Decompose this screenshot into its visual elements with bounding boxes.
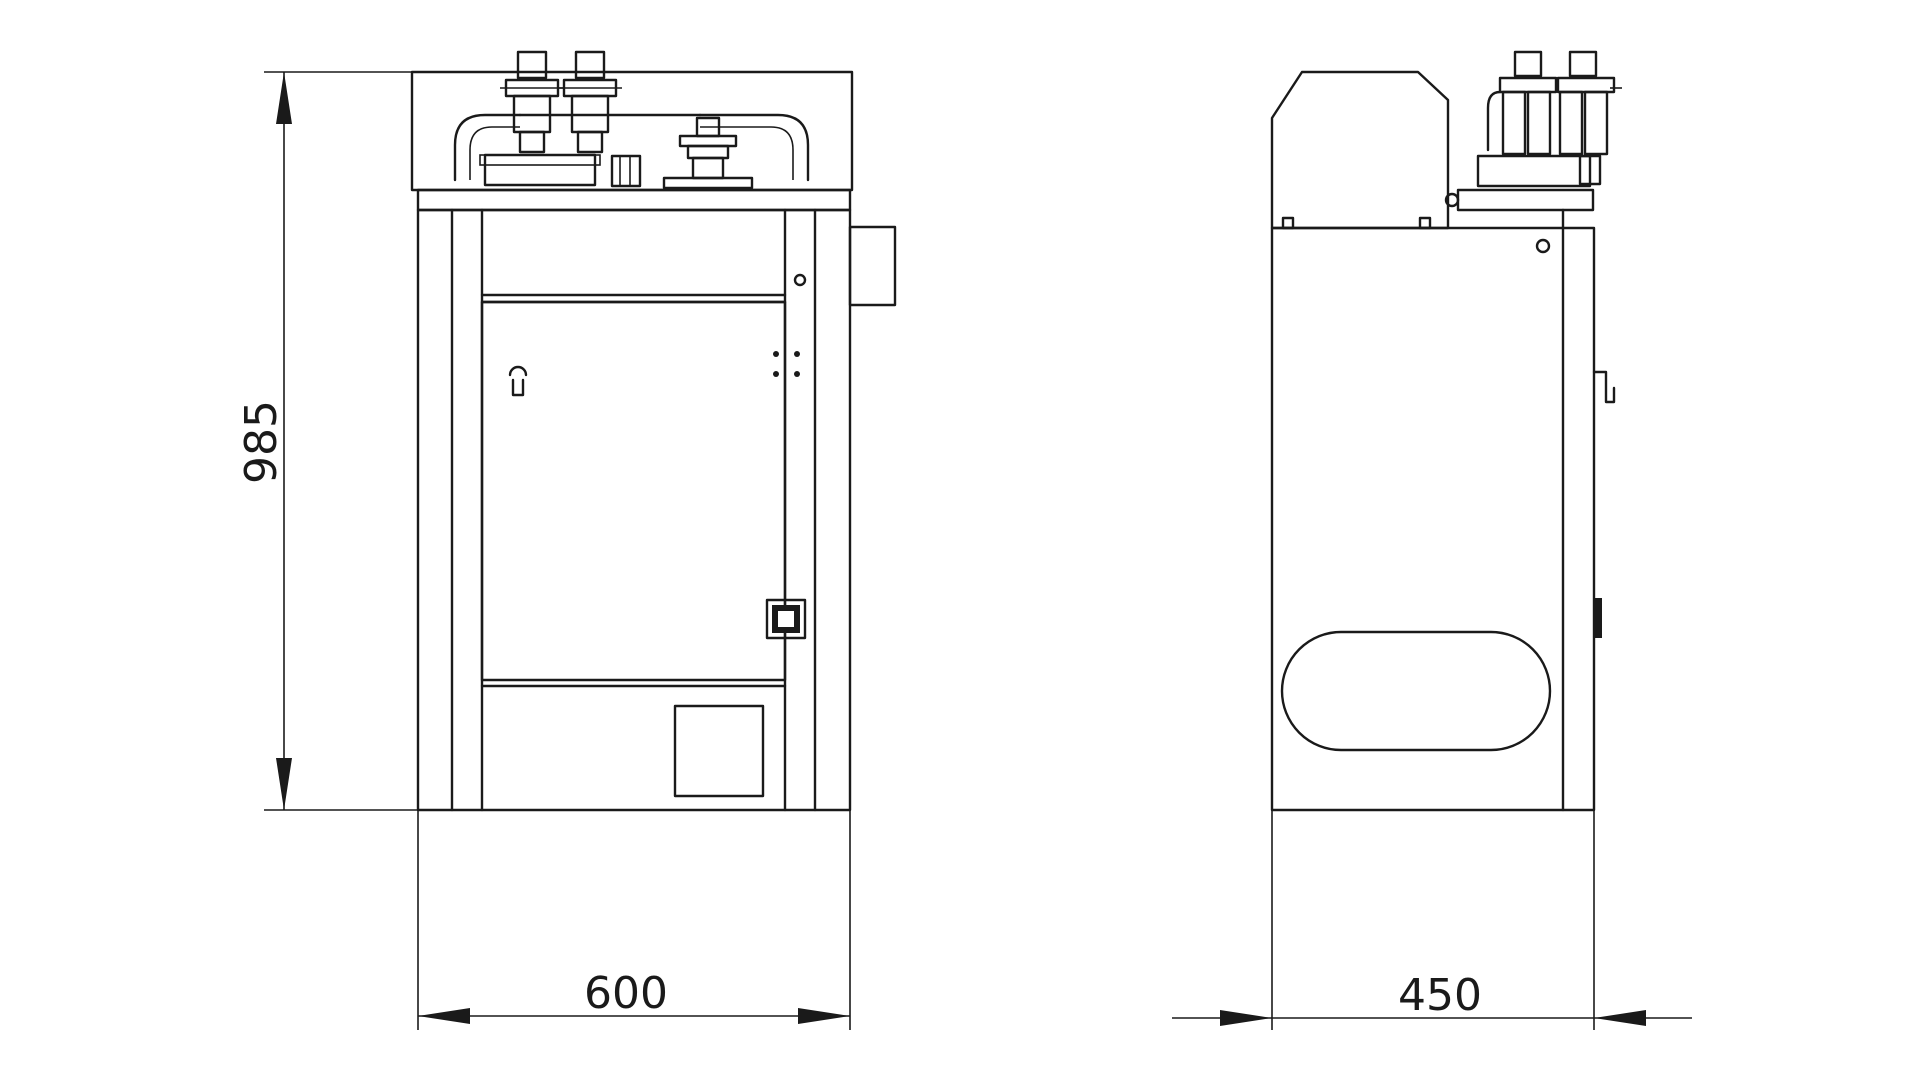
side-handle-icon bbox=[1592, 370, 1616, 404]
front-left-pipe-inner bbox=[469, 126, 520, 180]
front-valve-right bbox=[558, 50, 622, 154]
side-width-arrow-left bbox=[1220, 1010, 1272, 1026]
front-indicator-light bbox=[793, 273, 807, 287]
dimension-side-width: 450 bbox=[1172, 810, 1692, 1030]
side-oval-opening bbox=[1280, 630, 1552, 752]
front-door-lock-icon bbox=[508, 365, 528, 397]
side-switch bbox=[1594, 598, 1602, 638]
front-valve-base-top bbox=[479, 154, 601, 166]
side-cabinet bbox=[1270, 226, 1596, 812]
front-cabinet bbox=[416, 208, 852, 812]
side-width-arrow-right bbox=[1594, 1010, 1646, 1026]
front-width-dimension-label: 600 bbox=[584, 968, 668, 1019]
front-switch-icon bbox=[765, 598, 807, 640]
side-table-top bbox=[1456, 188, 1595, 212]
front-right-pipe bbox=[698, 113, 810, 182]
front-left-pipe bbox=[453, 113, 522, 182]
height-arrow-top bbox=[276, 72, 292, 124]
side-valve-left bbox=[1486, 50, 1558, 156]
front-small-block bbox=[610, 154, 642, 188]
front-access-panel bbox=[673, 704, 765, 798]
front-width-arrow-left bbox=[418, 1008, 470, 1024]
front-width-arrow-right bbox=[798, 1008, 850, 1024]
side-valve-base bbox=[1476, 154, 1592, 188]
front-view bbox=[410, 50, 897, 812]
front-side-box bbox=[848, 225, 897, 307]
front-spindle bbox=[662, 116, 754, 190]
height-arrow-bottom bbox=[276, 758, 292, 810]
front-door bbox=[480, 300, 787, 682]
dimension-front-width: 600 bbox=[417, 810, 851, 1030]
front-right-pipe-inner bbox=[700, 126, 794, 180]
side-indicator-light bbox=[1535, 238, 1551, 254]
front-valve-left bbox=[500, 50, 564, 154]
dimension-height: 985 bbox=[236, 71, 418, 811]
front-valve-base bbox=[483, 153, 597, 187]
front-table-top bbox=[416, 188, 852, 212]
height-dimension-label: 985 bbox=[236, 400, 287, 484]
side-guard bbox=[1270, 70, 1450, 230]
side-view bbox=[1270, 50, 1622, 812]
side-valve-right bbox=[1556, 50, 1622, 156]
side-width-dimension-label: 450 bbox=[1398, 970, 1482, 1021]
